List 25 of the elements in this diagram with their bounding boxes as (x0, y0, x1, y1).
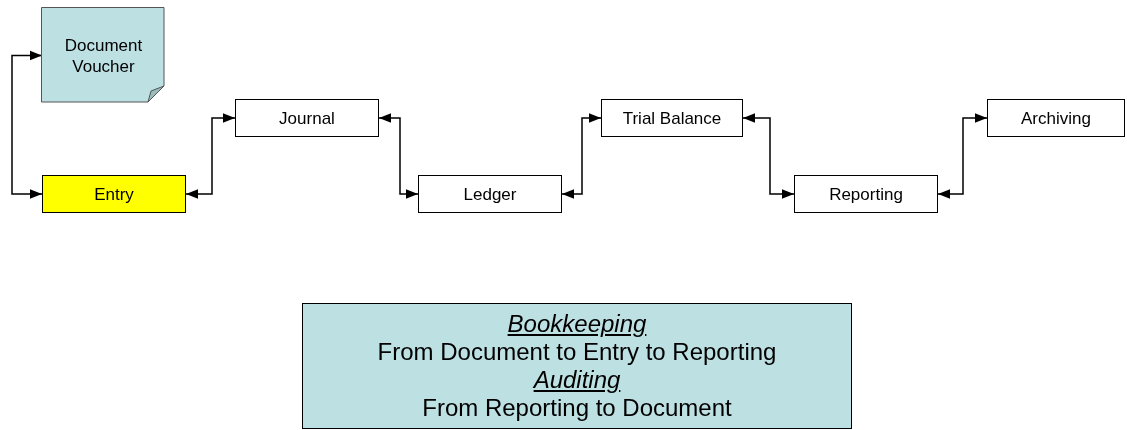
connector-arrow (378, 113, 419, 199)
node-label: Reporting (829, 183, 903, 205)
connector-arrow (561, 113, 602, 199)
process-box (601, 99, 743, 137)
connector-arrow (742, 113, 795, 199)
process-box (418, 175, 562, 213)
node-label: Journal (279, 107, 335, 129)
heading: Auditing (533, 366, 621, 394)
node-label: Entry (94, 183, 134, 205)
process-box (235, 99, 379, 137)
node-label: Document Voucher (63, 34, 144, 77)
node-label: Archiving (1021, 107, 1091, 129)
node-label: Ledger (463, 183, 517, 205)
connector-arrow (11, 50, 43, 199)
process-box (794, 175, 938, 213)
connector-arrow (185, 113, 236, 199)
document-shape (42, 8, 165, 103)
process-box (42, 175, 186, 213)
heading: Bookkeeping (507, 310, 647, 338)
description: From Document to Entry to Reporting (377, 338, 777, 366)
connector-arrow (937, 113, 988, 199)
process-box (987, 99, 1125, 137)
node-label: Trial Balance (622, 107, 722, 129)
note-box (302, 303, 852, 429)
description: From Reporting to Document (422, 394, 732, 422)
